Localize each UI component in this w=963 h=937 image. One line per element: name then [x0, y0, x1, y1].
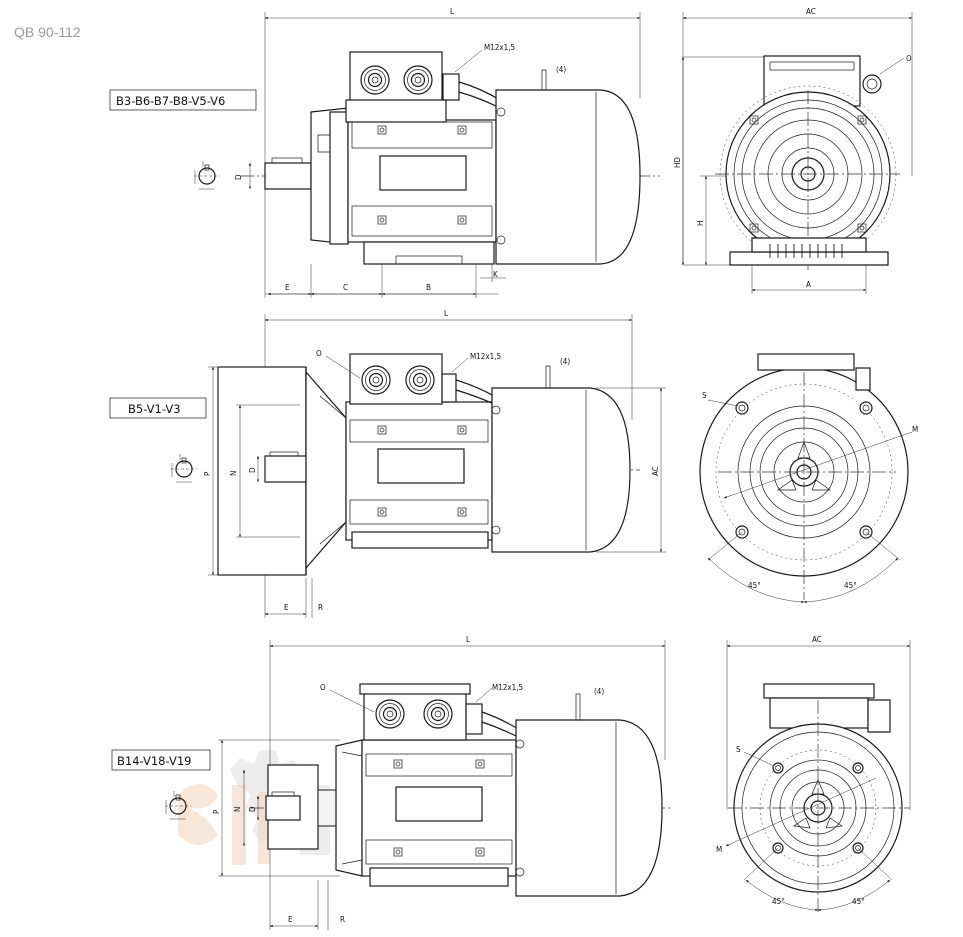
shaft-keyway-icon-foot: [193, 160, 221, 190]
dim-L-b5: L: [444, 309, 448, 318]
dim-HD-foot: HD: [673, 157, 682, 168]
thread-label-foot: M12x1,5: [484, 43, 515, 52]
view-foot-mounted: B3-B6-B7-B8-V5-V6 L D M12x1,5: [109, 7, 913, 298]
dim-H-foot: H: [696, 221, 705, 226]
dim-A-foot: A: [806, 280, 811, 289]
dim-C-foot: C: [343, 283, 348, 292]
shaft-foot: [264, 162, 312, 190]
dim-AC-b14: AC: [812, 635, 822, 644]
terminal-box-end-b14: [769, 697, 869, 729]
shaft-b14: [265, 795, 301, 821]
dim-P-b5: P: [203, 471, 212, 476]
foot-base: [363, 241, 495, 265]
mounting-label-b5: B5-V1-V3: [128, 402, 181, 416]
dim-O-b14: O: [320, 683, 326, 692]
mounting-label-box-b14: [111, 749, 211, 771]
note-b5: (4): [560, 357, 570, 366]
dim-D-foot: D: [234, 174, 243, 180]
dim-O-b5: O: [316, 349, 322, 358]
dim-L-b14: L: [466, 635, 470, 644]
dim-D-b14: D: [248, 806, 257, 812]
dim-M-b14: M: [716, 845, 722, 854]
mounting-label-box-foot: [109, 89, 257, 111]
dim-N-b5: N: [229, 471, 238, 476]
brake-cover-b5: [491, 387, 631, 553]
mounting-label-foot: B3-B6-B7-B8-V5-V6: [116, 94, 225, 108]
shaft-keyway-icon-b5: [170, 453, 198, 483]
brake-cover-b14: [515, 719, 663, 897]
dim-angle1-b5: 45°: [748, 581, 761, 590]
dim-O-foot: O: [906, 54, 912, 63]
dim-L-foot: L: [450, 7, 454, 16]
nameplate-foot: [379, 155, 467, 191]
dim-AC-b5: AC: [651, 466, 660, 476]
brake-cover-foot: [495, 89, 641, 265]
dim-N-b14: N: [233, 807, 242, 812]
dim-angle2-b14: 45°: [852, 897, 865, 906]
thread-label-b5: M12x1,5: [470, 352, 501, 361]
dim-R-b5: R: [318, 603, 323, 612]
view-flange-b5: B5-V1-V3 L P N D: [109, 309, 918, 618]
mounting-label-box-b5: [109, 397, 207, 419]
document-code: QB 90-112: [14, 24, 81, 40]
dim-K-foot: K: [493, 270, 498, 279]
dim-R-b14: R: [340, 915, 345, 924]
dim-D-b5: D: [248, 467, 257, 473]
note-foot: (4): [556, 65, 566, 74]
dim-P-b14: P: [212, 809, 221, 814]
dim-S-b14: S: [736, 745, 741, 754]
dim-E-b5: E: [284, 603, 289, 612]
dim-E-b14: E: [288, 915, 293, 924]
dim-B-foot: B: [426, 283, 431, 292]
shaft-b5: [264, 455, 307, 483]
dim-S-b5: S: [702, 391, 707, 400]
nameplate-b5: [377, 448, 465, 484]
dim-AC-foot: AC: [806, 7, 816, 16]
note-b14: (4): [594, 687, 604, 696]
dim-angle1-b14: 45°: [772, 897, 785, 906]
dim-E-foot: E: [285, 283, 290, 292]
nameplate-b14: [395, 786, 483, 822]
view-flange-b14: B14-V18-V19 L P N D: [111, 635, 911, 930]
mounting-label-b14: B14-V18-V19: [117, 754, 191, 768]
thread-label-b14: M12x1,5: [492, 683, 523, 692]
dim-M-b5: M: [912, 425, 918, 434]
dim-angle2-b5: 45°: [844, 581, 857, 590]
